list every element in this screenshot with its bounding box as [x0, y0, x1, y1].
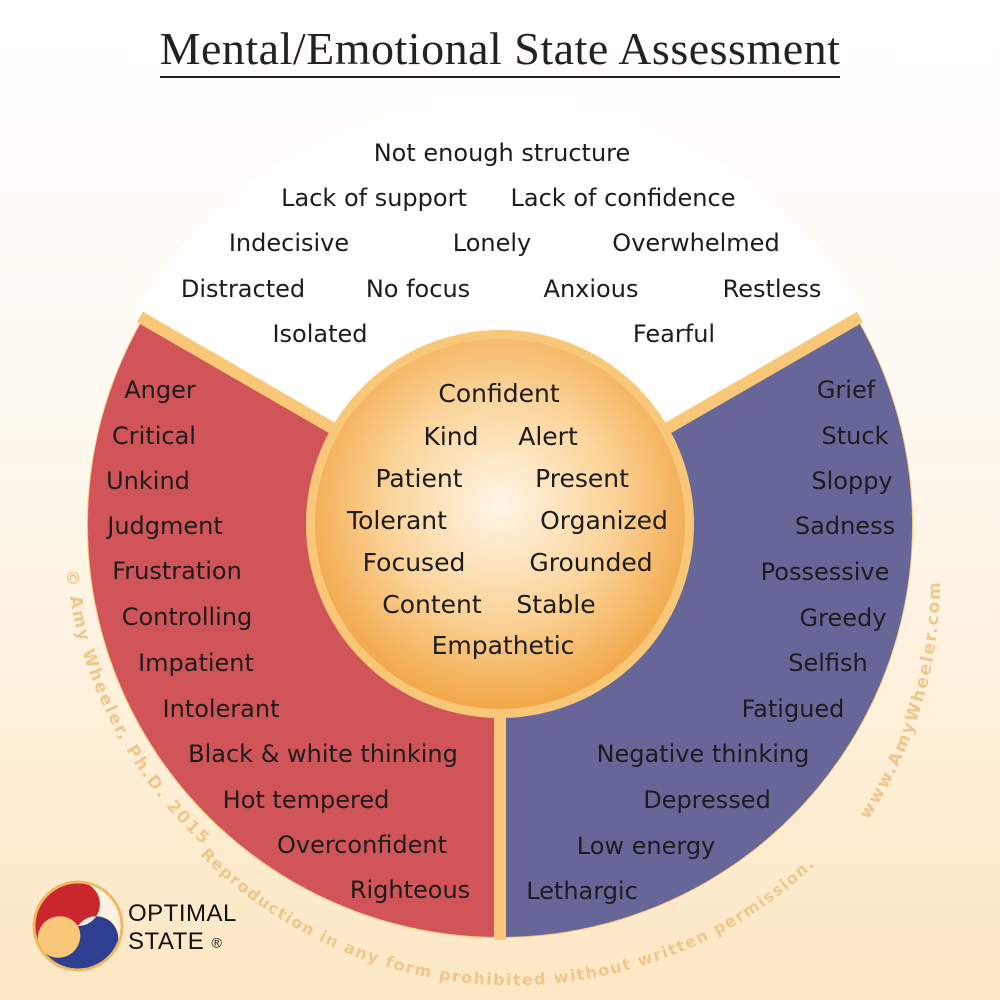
- left-label: Overconfident: [276, 831, 448, 859]
- left-label: Judgment: [107, 512, 223, 540]
- left-label: Critical: [112, 422, 196, 450]
- right-label: Depressed: [643, 786, 771, 814]
- page-title: Mental/Emotional State Assessment: [0, 22, 1000, 78]
- right-label: Stuck: [821, 422, 889, 450]
- center-label: Content: [382, 590, 482, 619]
- logo-text-line2: STATE ®: [128, 928, 223, 955]
- center-label: Stable: [516, 590, 596, 619]
- right-label: Grief: [816, 376, 876, 404]
- top-label: Isolated: [272, 320, 368, 348]
- center-circle: [315, 339, 685, 709]
- left-label: Righteous: [349, 876, 471, 904]
- top-label: Overwhelmed: [612, 229, 780, 257]
- top-label: Anxious: [543, 275, 639, 303]
- left-label: Black & white thinking: [188, 740, 458, 768]
- center-label: Kind: [423, 422, 479, 451]
- right-label: Selfish: [788, 649, 868, 677]
- registered-mark: ®: [211, 934, 223, 951]
- top-label: No focus: [365, 275, 471, 303]
- top-label: Lack of support: [281, 184, 467, 212]
- right-label: Fatigued: [741, 695, 845, 723]
- center-label: Confident: [438, 379, 560, 408]
- top-label: Lonely: [452, 229, 532, 257]
- right-label: Low energy: [576, 832, 716, 860]
- top-label: Fearful: [632, 320, 716, 348]
- optimal-state-logo: OPTIMAL STATE ®: [30, 878, 250, 978]
- right-label: Sadness: [794, 512, 896, 540]
- left-label: Hot tempered: [222, 786, 390, 814]
- center-label: Empathetic: [431, 631, 575, 660]
- top-label: Lack of confidence: [510, 184, 736, 212]
- center-label: Alert: [518, 422, 578, 451]
- top-label: Distracted: [180, 275, 306, 303]
- center-label: Present: [535, 464, 629, 493]
- yin-yang-three-part-icon: [32, 880, 124, 972]
- right-label: Lethargic: [526, 877, 638, 905]
- center-label: Patient: [375, 464, 463, 493]
- left-label: Impatient: [138, 649, 254, 677]
- top-label: Indecisive: [228, 229, 350, 257]
- top-label: Restless: [722, 275, 822, 303]
- center-label: Tolerant: [347, 506, 447, 535]
- center-label: Grounded: [529, 548, 653, 577]
- center-label: Organized: [540, 506, 668, 535]
- left-label: Anger: [124, 376, 196, 404]
- left-label: Controlling: [121, 603, 253, 631]
- left-label: Intolerant: [162, 695, 280, 723]
- logo-text-line1: OPTIMAL: [128, 900, 237, 927]
- left-label: Unkind: [106, 467, 190, 495]
- right-label: Greedy: [799, 604, 887, 632]
- right-label: Possessive: [760, 558, 890, 586]
- left-label: Frustration: [112, 557, 242, 585]
- top-label: Not enough structure: [373, 139, 631, 167]
- right-label: Sloppy: [811, 467, 893, 495]
- right-label: Negative thinking: [596, 740, 810, 768]
- center-label: Focused: [362, 548, 466, 577]
